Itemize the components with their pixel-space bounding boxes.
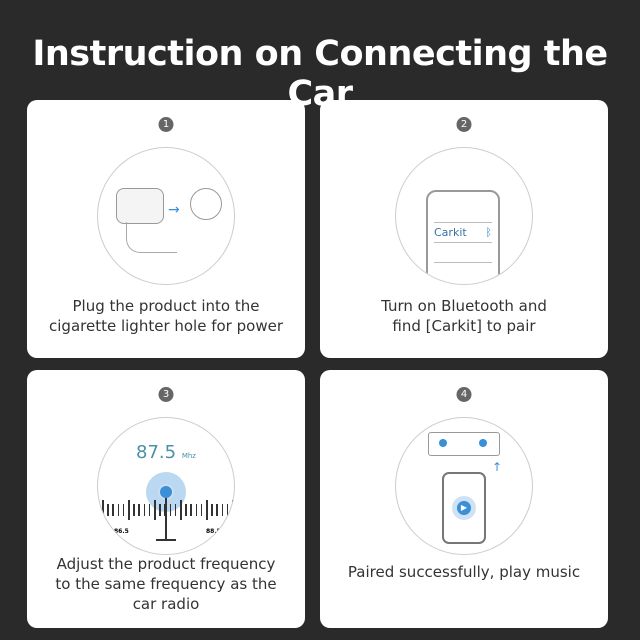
cable-icon [126,222,177,253]
needle [165,498,167,540]
phone-icon: Carkit ᛒ [426,190,500,284]
step-3-card: 3 87.5 Mhz 86.5 88.5 Adjust the product … [27,370,305,628]
scale-label-left: 86.5 [114,528,129,535]
phone-icon: ▶ [442,472,486,544]
scale-tick [190,504,192,516]
scale-tick [133,504,135,516]
step-2-card: 2 Carkit ᛒ Turn on Bluetooth and find [Ca… [320,100,608,358]
step-caption: Paired successfully, play music [347,563,581,581]
scale-tick [232,500,234,520]
bluetooth-icon: ᛒ [485,226,492,239]
step-1-card: 1 → Plug the product into the cigarette … [27,100,305,358]
scale-tick [180,500,182,520]
lighter-socket-icon [190,188,222,220]
scale-tick [128,500,130,520]
scale-tick [200,504,203,516]
scale-tick [174,504,177,516]
play-icon: ▶ [452,496,476,520]
scale-tick [107,504,109,516]
scale-tick [185,504,187,516]
step-number: 3 [158,387,174,402]
scale-tick [154,500,156,520]
arrow-right-icon: → [168,202,180,218]
scale-tick [221,504,224,516]
caption-line: Plug the product into the [72,297,260,315]
car-radio-icon [428,432,500,456]
step-number: 2 [456,117,472,132]
frequency-value: 87.5 [136,442,177,463]
scale-tick [117,504,120,516]
caption-line: car radio [132,595,200,613]
scale-tick [138,504,140,516]
step-number: 4 [456,387,472,402]
scale-tick [112,504,114,516]
step-caption: Adjust the product frequency to the same… [27,554,305,614]
scale-tick [122,504,125,516]
caption-line: Adjust the product frequency [56,555,276,573]
scale-tick [211,504,213,516]
frequency-illustration: 87.5 Mhz 86.5 88.5 [97,417,235,555]
scale-label-right: 88.5 [206,528,221,535]
page-title: Instruction on Connecting the Car [32,34,608,114]
scale-tick [148,504,151,516]
scale-tick [159,504,161,516]
charger-illustration: → [97,147,235,285]
scale-tick [226,504,229,516]
scale-tick [169,504,172,516]
arrow-up-icon: ↑ [492,460,503,474]
caption-line: cigarette lighter hole for power [49,317,283,335]
phone-bluetooth-illustration: Carkit ᛒ [395,147,533,285]
caption-line: Turn on Bluetooth and [381,297,547,315]
device-name: Carkit [434,226,467,239]
frequency-unit: Mhz [181,452,196,460]
scale-tick [195,504,198,516]
caption-line: to the same frequency as the [55,575,277,593]
step-4-card: 4 ↑ ▶ Paired successfully, play music [320,370,608,628]
step-number: 1 [158,117,174,132]
caption-line: find [Carkit] to pair [392,317,536,335]
step-caption: Plug the product into the cigarette ligh… [27,296,305,336]
charger-icon [116,188,164,224]
music-illustration: ↑ ▶ [395,417,533,555]
step-caption: Turn on Bluetooth and find [Carkit] to p… [320,296,608,336]
scale-tick [102,500,104,520]
scale-tick [143,504,146,516]
scale-tick [206,500,208,520]
scale-tick [216,504,218,516]
